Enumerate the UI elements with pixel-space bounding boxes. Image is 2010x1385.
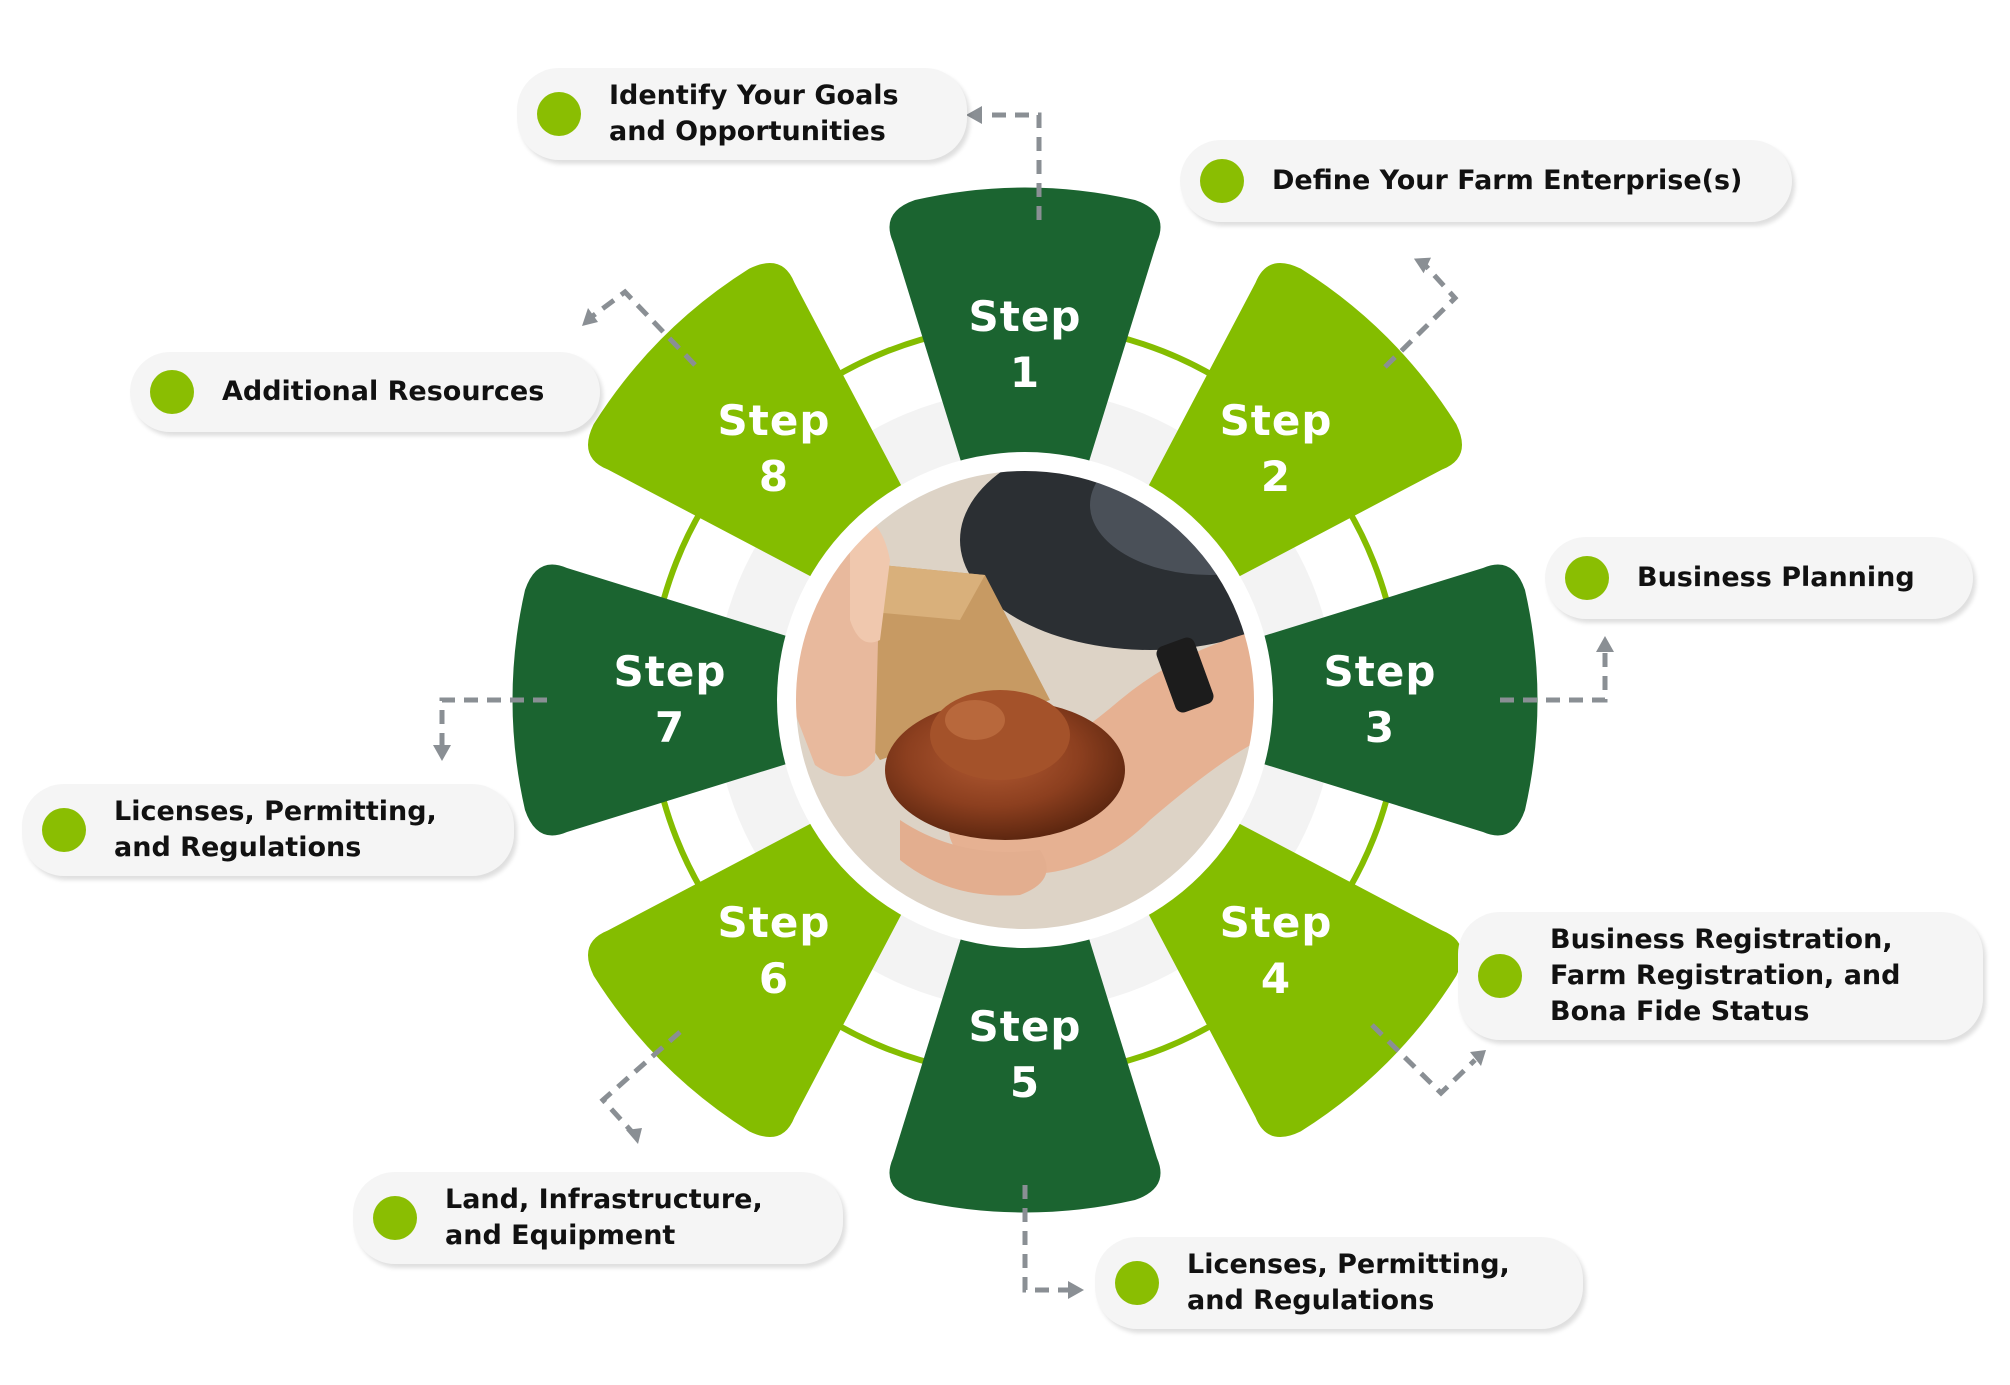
step-number: 7: [654, 703, 686, 752]
step-4-label: Step 4: [1186, 895, 1366, 1007]
bullet-dot-icon: [1565, 556, 1609, 600]
label-text-step-8: Additional Resources: [222, 376, 545, 407]
label-pill-step-3: Business Planning: [1545, 537, 1973, 619]
arrowhead-icon: [1596, 636, 1614, 652]
connector-step-5: [1022, 1185, 1068, 1293]
arrowhead-icon: [1068, 1281, 1084, 1299]
step-8-label: Step 8: [684, 393, 864, 505]
step-2-label: Step 2: [1186, 393, 1366, 505]
step-5-petal: [889, 927, 1161, 1213]
step-3-label: Step 3: [1290, 644, 1470, 756]
connector-step-2: [1383, 263, 1459, 369]
connector-arrows: [439, 112, 1608, 1293]
label-pill-step-6: Land, Infrastructure, and Equipment: [353, 1172, 843, 1264]
step-8-petal: [588, 263, 905, 580]
label-text-step-3: Business Planning: [1637, 562, 1915, 593]
step-1-label: Step 1: [935, 289, 1115, 401]
step-number: 1: [1009, 348, 1041, 397]
arrowhead-icon: [626, 1128, 642, 1144]
label-text-step-7: Licenses, Permitting, and Regulations: [114, 796, 437, 863]
step-word: Step: [717, 898, 831, 948]
bullet-dot-icon: [42, 808, 86, 852]
label-pill-step-2: Define Your Farm Enterprise(s): [1180, 140, 1792, 222]
step-4-petal: [1145, 820, 1462, 1137]
bullet-dot-icon: [150, 370, 194, 414]
bullet-dot-icon: [1115, 1261, 1159, 1305]
connector-arrowheads: [433, 106, 1614, 1299]
step-word: Step: [1323, 647, 1437, 696]
step-word: Step: [1219, 395, 1333, 445]
step-number: 2: [1260, 451, 1292, 501]
bullet-dot-icon: [1200, 159, 1244, 203]
connector-step-6: [599, 1030, 682, 1135]
arrowhead-icon: [582, 308, 598, 326]
label-pill-step-1: Identify Your Goals and Opportunities: [517, 68, 967, 160]
label-text-step-1: Identify Your Goals and Opportunities: [609, 80, 899, 147]
step-number: 5: [1009, 1058, 1041, 1107]
connector-step-3: [1500, 650, 1608, 703]
label-pill-step-4: Business Registration, Farm Registration…: [1458, 912, 1983, 1040]
step-word: Step: [968, 292, 1082, 341]
step-7-label: Step 7: [580, 644, 760, 756]
label-pill-step-5: Licenses, Permitting, and Regulations: [1095, 1237, 1583, 1329]
step-2-petal: [1145, 263, 1462, 580]
step-word: Step: [717, 395, 831, 445]
step-petals: [512, 187, 1538, 1213]
step-number: 4: [1260, 954, 1292, 1004]
arrowhead-icon: [433, 745, 451, 761]
step-7-petal: [512, 564, 798, 836]
label-pill-step-8: Additional Resources: [130, 352, 600, 432]
bullet-dot-icon: [537, 92, 581, 136]
step-5-label: Step 5: [935, 999, 1115, 1111]
label-pill-step-7: Licenses, Permitting, and Regulations: [22, 784, 514, 876]
label-text-step-6: Land, Infrastructure, and Equipment: [445, 1184, 763, 1251]
label-text-step-4: Business Registration, Farm Registration…: [1550, 924, 1901, 1027]
step-word: Step: [968, 1002, 1082, 1051]
step-word: Step: [1219, 898, 1333, 948]
connector-step-4: [1370, 1023, 1477, 1097]
step-6-label: Step 6: [684, 895, 864, 1007]
step-3-petal: [1252, 564, 1538, 836]
step-number: 6: [758, 954, 790, 1004]
bullet-dot-icon: [373, 1196, 417, 1240]
arrowhead-icon: [966, 106, 982, 124]
label-text-step-5: Licenses, Permitting, and Regulations: [1187, 1249, 1510, 1316]
label-text-step-2: Define Your Farm Enterprise(s): [1272, 165, 1743, 196]
step-6-petal: [588, 820, 905, 1137]
connector-step-8: [588, 288, 697, 367]
step-number: 8: [758, 451, 790, 501]
step-number: 3: [1364, 703, 1396, 752]
arrowhead-icon: [1470, 1050, 1486, 1066]
arrowhead-icon: [1413, 257, 1432, 274]
step-1-petal: [889, 187, 1161, 473]
bullet-dot-icon: [1478, 954, 1522, 998]
connector-step-7: [439, 697, 547, 745]
step-word: Step: [613, 647, 727, 696]
connector-step-1: [985, 112, 1042, 220]
